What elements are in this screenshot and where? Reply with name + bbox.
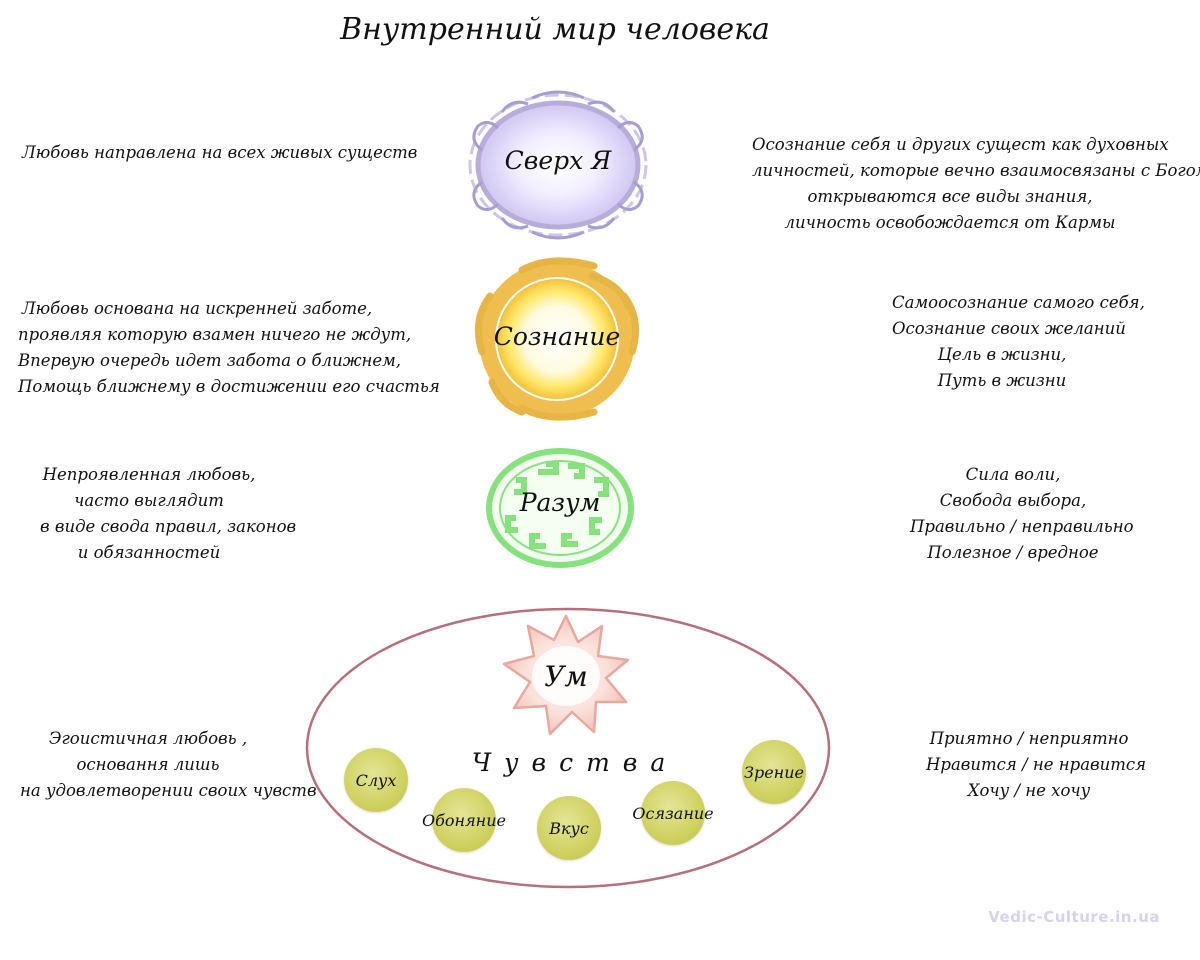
level-mind-right-text: Приятно / неприятно Нравится / не нравит… xyxy=(926,726,1147,804)
watermark: Vedic-Culture.in.ua xyxy=(988,908,1160,926)
reason-emblem: Разум xyxy=(484,446,636,570)
level-reason-label: Разум xyxy=(519,488,601,517)
super-ego-emblem: Сверх Я xyxy=(462,90,654,240)
feelings-label: Чувства xyxy=(471,748,679,777)
swirl-star-icon xyxy=(502,614,630,736)
level-consciousness-left-text: Любовь основана на искренней заботе, про… xyxy=(18,296,440,400)
text-line: Хочу / не хочу xyxy=(967,781,1091,800)
text-line: открываются все виды знания, xyxy=(807,187,1093,206)
text-line: Эгоистичная любовь , xyxy=(48,729,248,748)
sense-taste: Вкус xyxy=(537,796,601,860)
text-line: Любовь основана на искренней заботе, xyxy=(21,299,373,318)
text-line: Цель в жизни, xyxy=(937,345,1067,364)
mind-emblem: Ум xyxy=(498,612,634,740)
text-line: Путь в жизни xyxy=(937,371,1067,390)
level-consciousness-right-text: Самоосознание самого себя, Осознание сво… xyxy=(892,290,1145,394)
text-line: и обязанностей xyxy=(77,543,221,562)
level-reason-left-text: Непроявленная любовь, часто выглядит в в… xyxy=(40,462,297,566)
text-line: Непроявленная любовь, xyxy=(42,465,256,484)
text-line: Помощь ближнему в достижении его счастья xyxy=(18,377,440,396)
text-line: Самоосознание самого себя, xyxy=(892,293,1145,312)
lace-ornament-icon xyxy=(468,90,648,240)
consciousness-emblem: Сознание xyxy=(462,256,652,422)
text-line: Свобода выбора, xyxy=(939,491,1087,510)
text-line: на удовлетворении своих чувств xyxy=(20,781,317,800)
diagram-title: Внутренний мир человека xyxy=(340,12,770,47)
text-line: Любовь направлена на всех живых существ xyxy=(22,143,418,162)
meander-ring-icon xyxy=(486,448,634,568)
level-mind-label: Ум xyxy=(544,660,588,693)
text-line: личность освобождается от Кармы xyxy=(784,213,1116,232)
level-consciousness-label: Сознание xyxy=(493,322,621,351)
text-line: Осознание своих желаний xyxy=(892,319,1126,338)
level-reason-right-text: Сила воли, Свобода выбора, Правильно / н… xyxy=(910,462,1134,566)
level-mind-left-text: Эгоистичная любовь , основання лишь на у… xyxy=(20,726,317,804)
level-super-ego-left-text: Любовь направлена на всех живых существ xyxy=(22,140,417,166)
text-line: основання лишь xyxy=(76,755,220,774)
text-line: Правильно / неправильно xyxy=(910,517,1134,536)
level-super-ego-right-text: Осознание себя и других сущест как духов… xyxy=(752,132,1200,236)
text-line: Осознание себя и других сущест как духов… xyxy=(752,135,1169,154)
text-line: личностей, которые вечно взаимосвязаны с… xyxy=(752,161,1200,180)
text-line: проявляя которую взамен ничего не ждут, xyxy=(18,325,412,344)
sense-hearing: Слух xyxy=(344,748,408,812)
sense-smell: Обоняние xyxy=(422,788,506,852)
text-line: Приятно / неприятно xyxy=(929,729,1129,748)
sense-touch: Осязание xyxy=(632,781,714,845)
text-line: Нравится / не нравится xyxy=(926,755,1147,774)
text-line: в виде свода правил, законов xyxy=(40,517,297,536)
text-line: Впервую очередь идет забота о ближнем, xyxy=(18,351,402,370)
text-line: часто выглядит xyxy=(74,491,224,510)
sun-ring-icon xyxy=(474,257,640,421)
text-line: Сила воли, xyxy=(965,465,1061,484)
level-super-ego-label: Сверх Я xyxy=(504,146,612,175)
text-line: Полезное / вредное xyxy=(927,543,1099,562)
sense-sight: Зрение xyxy=(742,740,806,804)
